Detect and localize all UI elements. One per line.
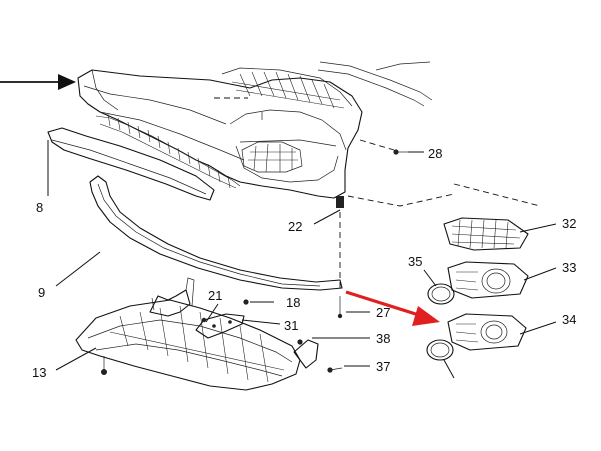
- part-9-lip-strip: [89, 175, 343, 291]
- callout-35: 35: [408, 254, 422, 269]
- callout-9: 9: [38, 285, 45, 300]
- part-32-bezel: [443, 217, 529, 251]
- part-34-bezel: [426, 313, 527, 361]
- callout-27: 27: [376, 305, 390, 320]
- part-31-bracket: [195, 313, 245, 339]
- leader-lines: [47, 140, 557, 379]
- callout-21: 21: [208, 288, 222, 303]
- callout-18: 18: [286, 295, 300, 310]
- red-arrow-icon: [345, 290, 440, 326]
- part-21-bracket: [149, 277, 195, 317]
- callout-8: 8: [36, 200, 43, 215]
- callout-33: 33: [562, 260, 576, 275]
- callout-13: 13: [32, 365, 46, 380]
- callout-38: 38: [376, 331, 390, 346]
- callout-37: 37: [376, 359, 390, 374]
- fasteners: [243, 149, 408, 373]
- callout-34: 34: [562, 312, 576, 327]
- callout-22: 22: [288, 219, 302, 234]
- part-33-bezel: [447, 261, 529, 299]
- black-arrow-icon: [0, 74, 76, 90]
- part-8-trim-strip: [47, 127, 215, 201]
- callout-31: 31: [284, 318, 298, 333]
- front-bumper-fascia: [77, 61, 433, 199]
- part-38-bracket: [293, 339, 319, 369]
- part-35-ring: [427, 283, 455, 305]
- callout-32: 32: [562, 216, 576, 231]
- callout-28: 28: [428, 146, 442, 161]
- part-13-underbody-shield: [75, 299, 301, 391]
